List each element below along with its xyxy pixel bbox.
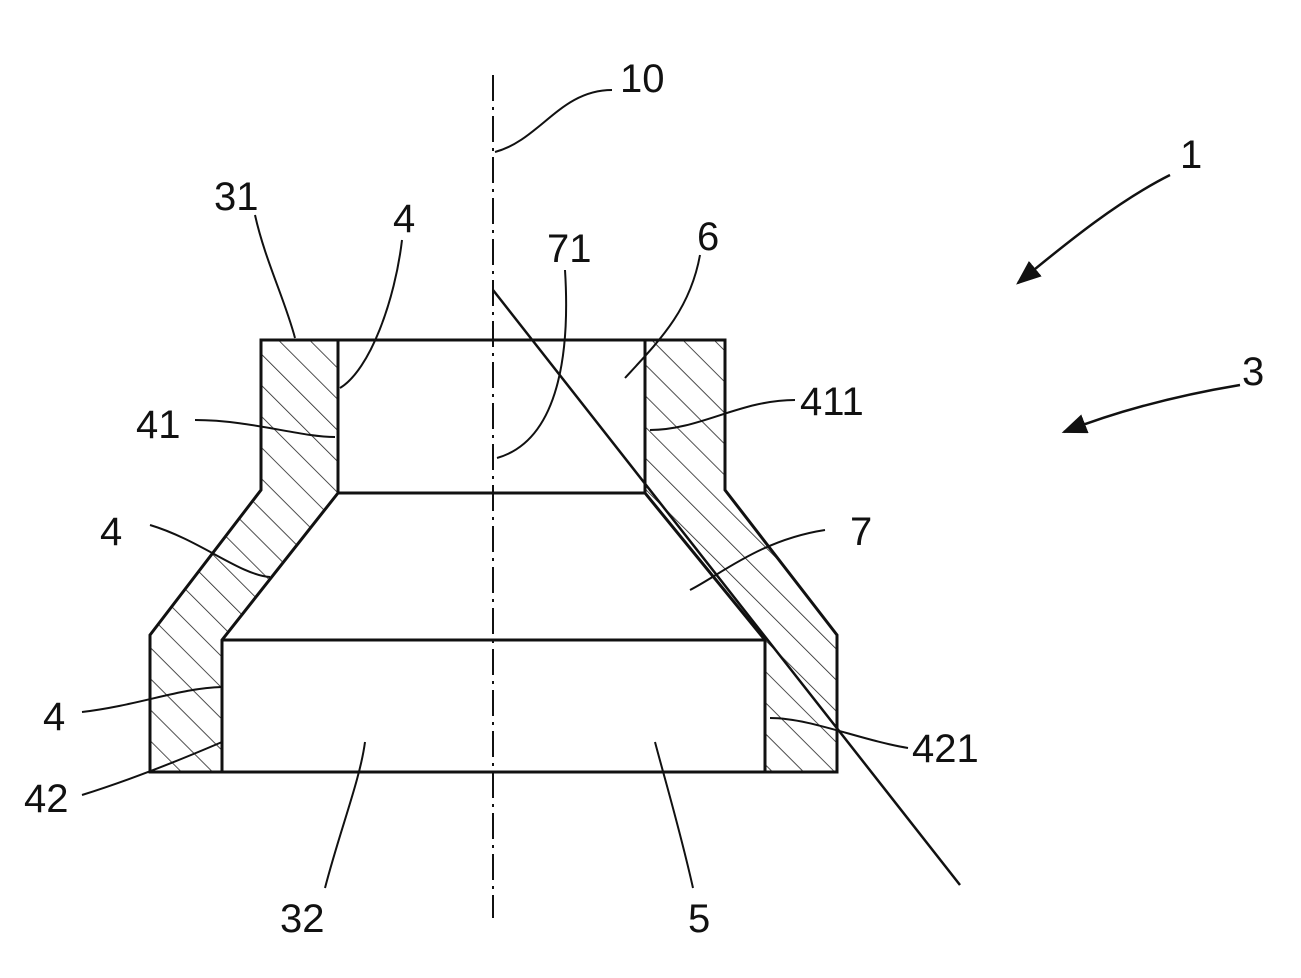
label-7: 7 <box>850 510 872 554</box>
label-42: 42 <box>24 777 69 821</box>
leader-lines <box>81 89 909 889</box>
label-5: 5 <box>688 897 710 941</box>
label-4-lower: 4 <box>43 695 65 739</box>
label-31: 31 <box>214 175 259 219</box>
label-41: 41 <box>136 403 181 447</box>
label-32: 32 <box>280 897 325 941</box>
cone-extension-line <box>492 289 961 886</box>
label-6: 6 <box>697 215 719 259</box>
label-4-top: 4 <box>393 197 415 241</box>
right-wall-section <box>643 338 839 774</box>
label-4-middle: 4 <box>100 510 122 554</box>
label-411: 411 <box>800 380 864 424</box>
label-3: 3 <box>1242 350 1264 394</box>
label-421: 421 <box>912 727 979 771</box>
arrow-1 <box>1016 173 1171 285</box>
label-10: 10 <box>620 57 665 101</box>
label-71: 71 <box>547 227 592 271</box>
label-1: 1 <box>1180 133 1202 177</box>
arrow-3 <box>1061 383 1241 434</box>
